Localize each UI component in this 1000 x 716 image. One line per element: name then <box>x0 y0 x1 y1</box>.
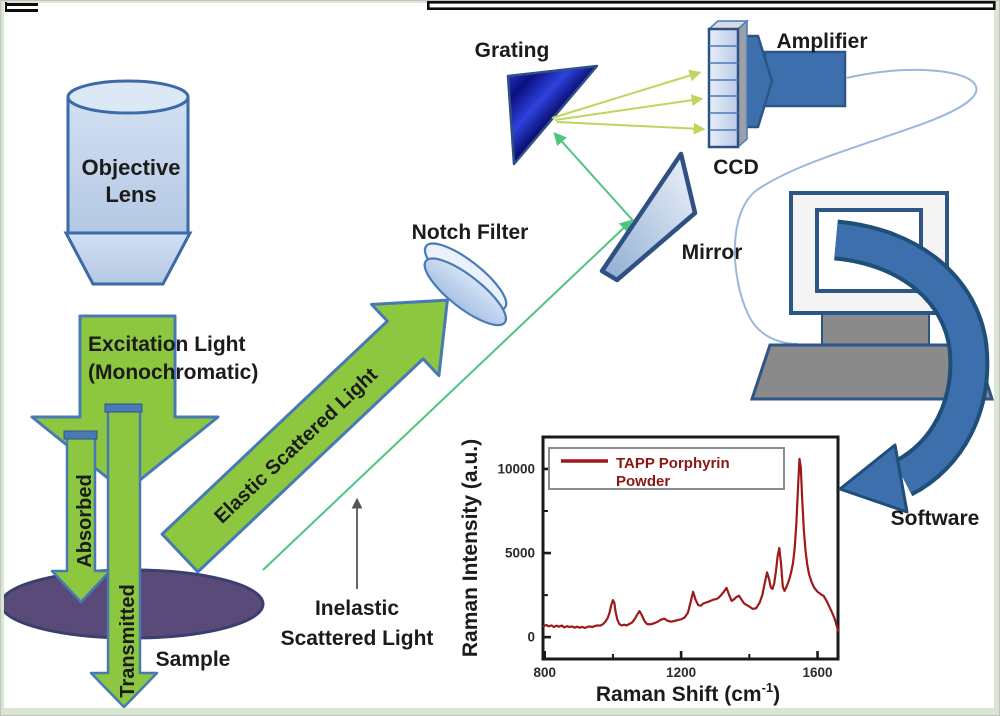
artifact-left-tick <box>5 2 7 12</box>
dispersed-beam-1 <box>551 69 702 119</box>
artifact-top-start-tick <box>427 1 430 10</box>
ccd-detector <box>707 19 749 149</box>
sample-label: Sample <box>156 648 231 671</box>
dispersed-beam-3 <box>556 121 706 135</box>
chart-xlabel-superscript: -1 <box>762 680 774 695</box>
y-tick-label: 0 <box>527 630 535 645</box>
dispersed-beam-2 <box>554 94 704 121</box>
computer-base <box>749 343 995 401</box>
transmitted-arrow-shape <box>89 407 159 709</box>
transmitted-arrow: Transmitted <box>89 403 159 709</box>
inelastic-label-line1: Inelastic <box>315 597 399 620</box>
y-tick-label: 10000 <box>497 461 535 476</box>
chart-xlabel-base: Raman Shift (cm <box>596 683 762 706</box>
software-arrowhead <box>838 443 909 514</box>
inelastic-beam-to-mirror <box>262 219 633 571</box>
chart-legend-box <box>548 447 785 490</box>
objective-lens-body <box>66 95 190 235</box>
legend-label-line2: Powder <box>616 473 670 490</box>
ccd-side-face <box>737 19 748 149</box>
signal-cable <box>733 68 978 345</box>
notch-filter <box>423 242 508 327</box>
mirror-shape <box>599 151 698 283</box>
chart-plot-layer: 800 1200 1600 0 5000 10000 <box>497 457 840 680</box>
artifact-left-bar2 <box>7 9 38 12</box>
legend-label-line1: TAPP Porphyrin <box>616 455 730 472</box>
artifact-top-end-tick <box>993 1 996 10</box>
grating-label: Grating <box>475 39 550 62</box>
ccd-front <box>707 27 740 149</box>
software-arrow-band <box>834 223 986 493</box>
beam-mirror-to-grating <box>553 132 637 225</box>
ccd-segments <box>709 45 738 131</box>
absorbed-label: Absorbed <box>74 474 96 567</box>
amplifier-label: Amplifier <box>776 30 867 53</box>
chart-xlabel: Raman Shift (cm-1) <box>596 680 780 706</box>
excitation-label-line1: Excitation Light <box>88 333 246 356</box>
chart-xlabel-end: ) <box>773 683 780 706</box>
artifact-left-bar1 <box>7 3 38 6</box>
spectrum-curve <box>542 457 840 632</box>
y-tick-label: 5000 <box>505 546 535 561</box>
frame-right <box>994 0 1000 716</box>
objective-lens-top <box>66 79 190 115</box>
amplifier-body <box>763 50 847 108</box>
transmitted-arrow-cap <box>104 403 143 413</box>
notch-filter-label: Notch Filter <box>412 221 529 244</box>
elastic-arrow-shape <box>160 298 449 574</box>
absorbed-arrow: Absorbed <box>50 430 112 604</box>
absorbed-arrow-shape <box>50 434 112 604</box>
software-arrow <box>833 219 990 514</box>
transmitted-label: Transmitted <box>117 584 139 697</box>
absorbed-arrow-cap <box>63 430 98 440</box>
objective-lens-label-line2: Lens <box>105 182 156 207</box>
software-label: Software <box>891 507 980 530</box>
spectrum-chart: 800 1200 1600 0 5000 10000 TAPP Porphyrin Pow… <box>459 435 840 706</box>
frame-left <box>0 0 4 716</box>
objective-lens: Objective Lens <box>63 79 193 286</box>
frame-bottom <box>0 708 1000 716</box>
mirror-label: Mirror <box>682 241 743 264</box>
objective-lens-label-line1: Objective <box>81 155 180 180</box>
artifact-top-bar1 <box>428 1 995 4</box>
scan-artifacts <box>5 1 996 12</box>
objective-lens-cone <box>63 231 193 286</box>
monitor-stand <box>821 312 930 346</box>
x-tick-label: 1200 <box>666 665 696 680</box>
chart-ylabel: Raman Intensity (a.u.) <box>459 439 482 657</box>
inelastic-label-line2: Scattered Light <box>281 627 434 650</box>
x-tick-label: 1600 <box>803 665 833 680</box>
x-tick-label: 800 <box>533 665 556 680</box>
amplifier <box>741 34 847 129</box>
notch-filter-face <box>423 257 508 327</box>
grating-prism <box>506 64 599 166</box>
ccd-label: CCD <box>713 156 759 179</box>
excitation-label-line2: (Monochromatic) <box>88 361 258 384</box>
artifact-top-bar2 <box>428 7 995 10</box>
